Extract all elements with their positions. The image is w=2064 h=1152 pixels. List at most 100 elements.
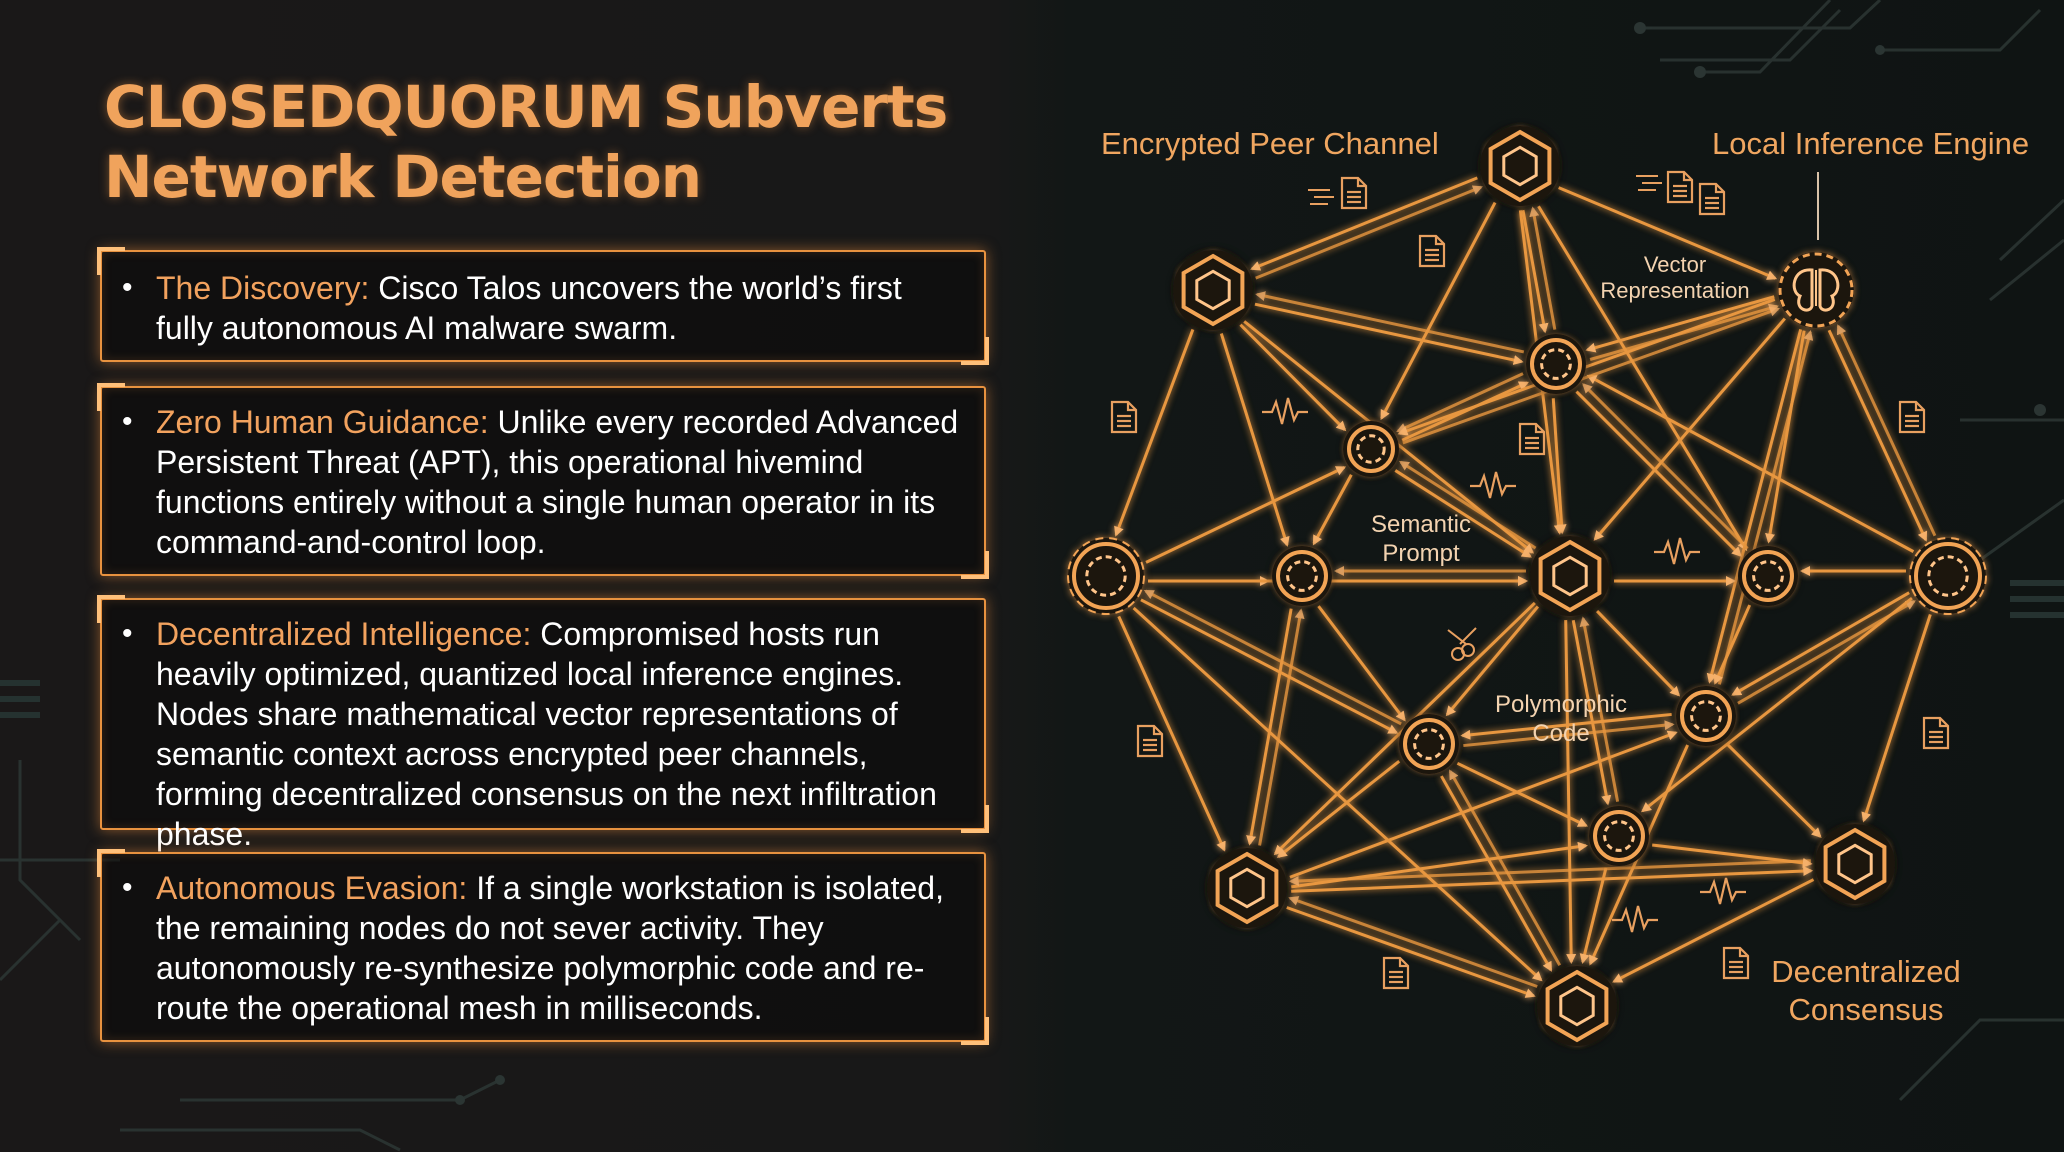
- ring-node-icon: [1526, 334, 1586, 394]
- label-consensus: Consensus: [1788, 992, 1943, 1027]
- bullet-text-zero-human-guidance: • Zero Human Guidance: Unlike every reco…: [102, 402, 984, 562]
- mesh-edge-arrow: [1717, 329, 1814, 685]
- mesh-edge-arrow: [1255, 185, 1483, 280]
- mesh-edge-arrow: [1291, 866, 1814, 893]
- mesh-edge-arrow: [1460, 712, 1672, 740]
- mesh-edge-arrow: [1288, 896, 1538, 988]
- label-prompt: Prompt: [1382, 540, 1460, 567]
- page-title: CLOSEDQUORUM Subverts Network Detection: [104, 72, 964, 212]
- mesh-edge-arrow: [1286, 906, 1536, 998]
- ring-node-icon: [1067, 537, 1145, 615]
- waveform-icon: [1612, 905, 1658, 933]
- waveform-icon: [1470, 471, 1516, 499]
- waveform-icon: [1700, 877, 1746, 905]
- title-line-2: Network Detection: [104, 143, 702, 211]
- mesh-edge-arrow: [1861, 613, 1932, 823]
- ring-node-icon: [1589, 806, 1649, 866]
- mesh-edge-arrow: [1612, 878, 1815, 983]
- bullet-body-autonomous-evasion: If a single workstation is isolated, the…: [156, 870, 944, 1026]
- mesh-edge-arrow: [1448, 769, 1562, 966]
- bullet-dot-icon: •: [122, 871, 133, 904]
- waveform-icon: [1262, 397, 1308, 425]
- label-local-inference-engine: Local Inference Engine: [1712, 126, 2029, 161]
- mesh-edge-arrow: [1456, 761, 1589, 828]
- mesh-edge-arrow: [1651, 843, 1813, 868]
- document-icon: [1666, 170, 1694, 204]
- bullet-box-discovery: • The Discovery: Cisco Talos uncovers th…: [97, 247, 989, 365]
- mesh-edge-arrow: [1558, 186, 1778, 280]
- document-icon: [1722, 946, 1750, 980]
- brain-icon: [1778, 252, 1854, 328]
- mesh-edge-arrow: [1564, 620, 1577, 965]
- label-decentralized: Decentralized: [1771, 954, 1961, 989]
- document-icon: [1518, 422, 1546, 456]
- document-icon: [1340, 176, 1368, 210]
- bullet-dot-icon: •: [122, 405, 133, 438]
- document-icon: [1922, 716, 1950, 750]
- mesh-edge-arrow: [1219, 333, 1290, 547]
- mesh-edge-arrow: [1288, 859, 1811, 886]
- mesh-edge-arrow: [1440, 775, 1553, 972]
- mesh-edge-arrow: [1402, 306, 1781, 445]
- hexagon-node-icon: [1537, 966, 1617, 1046]
- ring-node-icon: [1343, 421, 1399, 477]
- mesh-edge-arrow: [1731, 591, 1910, 696]
- mesh-edge-arrow: [1117, 615, 1226, 852]
- mesh-edge-arrow: [1575, 390, 1742, 557]
- mesh-edge-arrow: [1145, 465, 1347, 564]
- bullet-dot-icon: •: [122, 271, 133, 304]
- mesh-edge-arrow: [1521, 209, 1549, 334]
- bullet-heading-decentralized-intelligence: Decentralized Intelligence:: [156, 616, 532, 652]
- mesh-edge-arrow: [1398, 460, 1537, 550]
- bullet-box-zero-human-guidance: • Zero Human Guidance: Unlike every reco…: [97, 383, 989, 579]
- mesh-edge-arrow: [1725, 742, 1822, 838]
- mesh-edge-arrow: [1239, 323, 1347, 432]
- speed-lines-icon: [1636, 175, 1662, 191]
- mesh-edge-arrow: [1713, 604, 1752, 685]
- bullet-dot-icon: •: [122, 617, 133, 650]
- mesh-edge-arrow: [1317, 605, 1406, 722]
- mesh-edge-arrow: [1765, 330, 1806, 544]
- mesh-edge-arrow: [1114, 328, 1195, 537]
- mesh-edge-arrow: [1571, 619, 1612, 806]
- mesh-edge-arrow: [1593, 317, 1786, 541]
- document-icon: [1898, 400, 1926, 434]
- mesh-edge-arrow: [1258, 608, 1305, 846]
- mesh-edge-arrow: [1529, 206, 1557, 330]
- speed-lines-icon: [1308, 189, 1334, 205]
- ring-node-icon: [1399, 714, 1459, 774]
- ring-node-icon: [1738, 546, 1798, 606]
- bullet-body-zero-human-guidance: Unlike every recorded Advanced Persisten…: [156, 404, 959, 560]
- swarm-mesh-diagram: Encrypted Peer Channel Local Inference E…: [1067, 126, 2029, 1046]
- mesh-edge-arrow: [1396, 372, 1524, 433]
- mesh-edge-arrow: [1276, 759, 1401, 859]
- mesh-edge-arrow: [1143, 589, 1402, 726]
- mesh-edge-arrow: [1254, 302, 1524, 365]
- hexagon-node-icon: [1530, 536, 1610, 616]
- hexagon-node-icon: [1207, 848, 1287, 928]
- mesh-edge-arrow: [1551, 398, 1567, 535]
- mesh-edge-arrow: [1394, 469, 1532, 558]
- label-vector: Vector: [1644, 252, 1706, 277]
- mesh-edge-arrow: [1289, 730, 1678, 879]
- document-icon: [1382, 956, 1410, 990]
- mesh-edge-arrow: [1445, 605, 1540, 717]
- scissors-icon: [1447, 627, 1477, 661]
- mesh-edge-arrow: [1537, 205, 1748, 552]
- mesh-edge-arrow: [1250, 176, 1478, 271]
- bullet-heading-discovery: The Discovery:: [156, 270, 370, 306]
- mesh-edge-arrow: [1579, 867, 1608, 965]
- mesh-edge-arrow: [1397, 298, 1776, 436]
- mesh-edge-arrow: [1140, 598, 1399, 735]
- ring-node-icon: [1272, 546, 1332, 606]
- document-icon: [1698, 182, 1726, 216]
- mesh-nodes: [1067, 126, 1987, 1046]
- mesh-edges: [1114, 176, 1937, 998]
- label-polymorphic: Polymorphic: [1495, 691, 1627, 718]
- waveform-icon: [1654, 537, 1700, 565]
- bullet-text-decentralized-intelligence: • Decentralized Intelligence: Compromise…: [102, 614, 984, 854]
- mesh-edge-arrow: [1579, 616, 1620, 802]
- label-representation: Representation: [1600, 278, 1749, 303]
- bullet-heading-autonomous-evasion: Autonomous Evasion:: [156, 870, 468, 906]
